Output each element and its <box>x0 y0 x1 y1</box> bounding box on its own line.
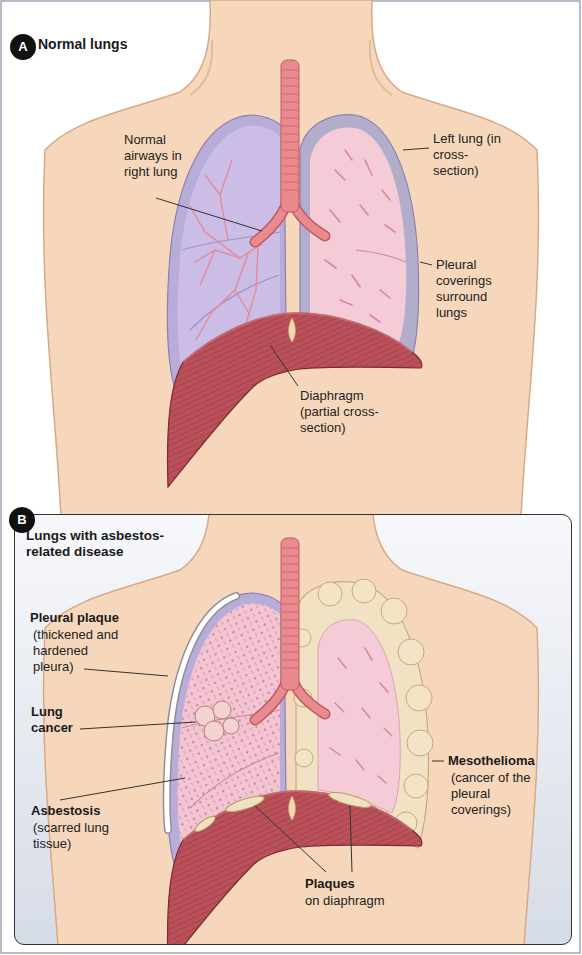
panel-heading: Lungs with asbestos-related disease <box>26 528 196 560</box>
part-name: Pleural plaque <box>30 610 150 626</box>
part-note: (thickened and hardened pleura) <box>33 627 121 675</box>
part-name: Plaques <box>305 876 405 892</box>
part-note: (scarred lung tissue) <box>33 820 128 852</box>
panel-badge: A <box>10 34 36 60</box>
leader-lines <box>60 148 444 872</box>
panel-badge: B <box>9 507 35 533</box>
part-name: Asbestosis <box>31 803 131 819</box>
normal-lungs-figure <box>44 0 539 514</box>
part-name: Lung cancer <box>31 704 86 736</box>
part-note: (cancer of the pleural coverings) <box>451 770 531 818</box>
part-note: Diaphragm (partial cross-section) <box>300 388 396 436</box>
diseased-lungs-figure <box>44 515 539 944</box>
part-note: on diaphragm <box>305 893 415 909</box>
part-name: Normal lungs <box>38 36 148 52</box>
part-note: Normal airways in right lung <box>124 132 194 180</box>
panel-letter: B <box>9 507 35 533</box>
part-name: Mesothelioma <box>448 753 563 769</box>
panel-letter: A <box>10 34 36 60</box>
part-note: Left lung (in cross-section) <box>433 131 505 179</box>
part-note: Pleural coverings surround lungs <box>436 257 508 321</box>
disease-panel: Lungs with asbestos-related diseaseB <box>14 514 572 945</box>
